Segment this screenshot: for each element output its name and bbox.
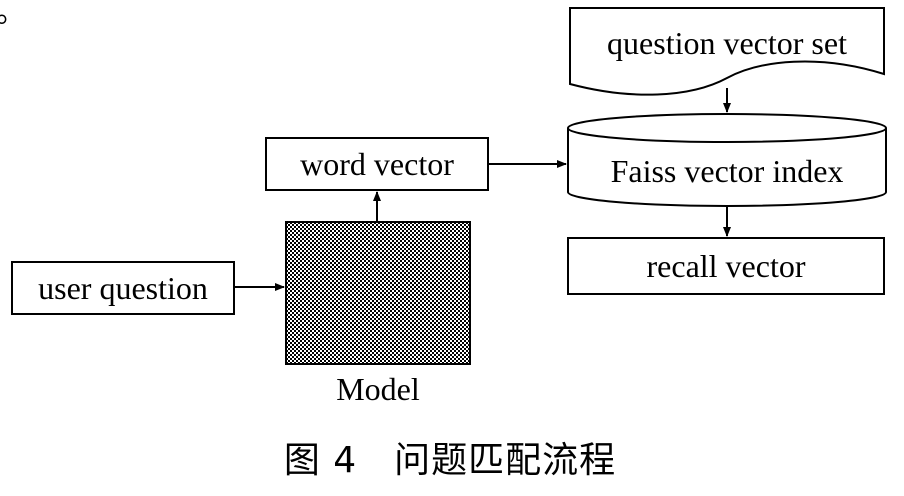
question-vector-set-label: question vector set: [607, 25, 847, 61]
model-node: Model: [285, 221, 471, 407]
corner-mark: 。: [0, 0, 27, 30]
user-question-node: user question: [11, 261, 235, 315]
figure-caption: 图 4 问题匹配流程: [284, 440, 616, 481]
faiss-index-node: Faiss vector index: [567, 113, 887, 207]
document-shape: [569, 7, 885, 96]
user-question-box: [11, 261, 235, 315]
cylinder-body: [567, 128, 887, 207]
model-label: Model: [336, 371, 420, 407]
cylinder-top: [567, 113, 887, 143]
recall-vector-node: recall vector: [567, 237, 885, 295]
model-box: [285, 221, 471, 365]
word-vector-node: word vector: [265, 137, 489, 191]
faiss-index-label: Faiss vector index: [611, 153, 844, 189]
recall-vector-label: recall vector: [647, 248, 806, 284]
question-vector-set-node: question vector set: [569, 7, 885, 96]
word-vector-label: word vector: [300, 146, 454, 182]
user-question-label: user question: [38, 270, 208, 306]
recall-vector-box: [567, 237, 885, 295]
word-vector-box: [265, 137, 489, 191]
